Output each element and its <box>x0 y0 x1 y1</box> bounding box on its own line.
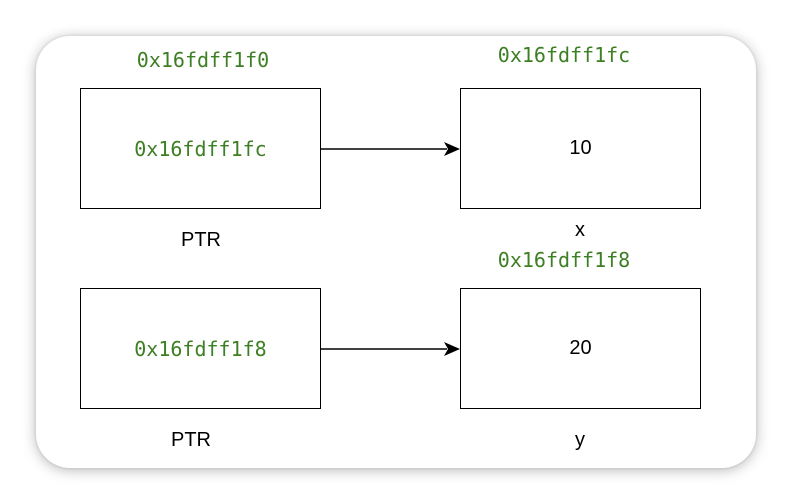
y-value: 20 <box>569 337 592 359</box>
ptr1-value: 0x16fdff1fc <box>134 136 267 161</box>
x-box: 10 <box>460 88 701 209</box>
ptr1-name-label: PTR <box>181 229 221 251</box>
ptr1-box: 0x16fdff1fc <box>80 88 321 209</box>
ptr2-value: 0x16fdff1f8 <box>134 336 267 361</box>
y-box: 20 <box>460 288 701 409</box>
x-address-label: 0x16fdff1fc <box>497 43 631 67</box>
y-address-label: 0x16fdff1f8 <box>497 248 631 272</box>
y-name-label: y <box>575 429 585 451</box>
ptr2-name-label: PTR <box>171 429 211 451</box>
ptr2-box: 0x16fdff1f8 <box>80 288 321 409</box>
x-name-label: x <box>575 219 585 241</box>
ptr1-address-label: 0x16fdff1f0 <box>136 48 270 72</box>
x-value: 10 <box>569 137 592 159</box>
